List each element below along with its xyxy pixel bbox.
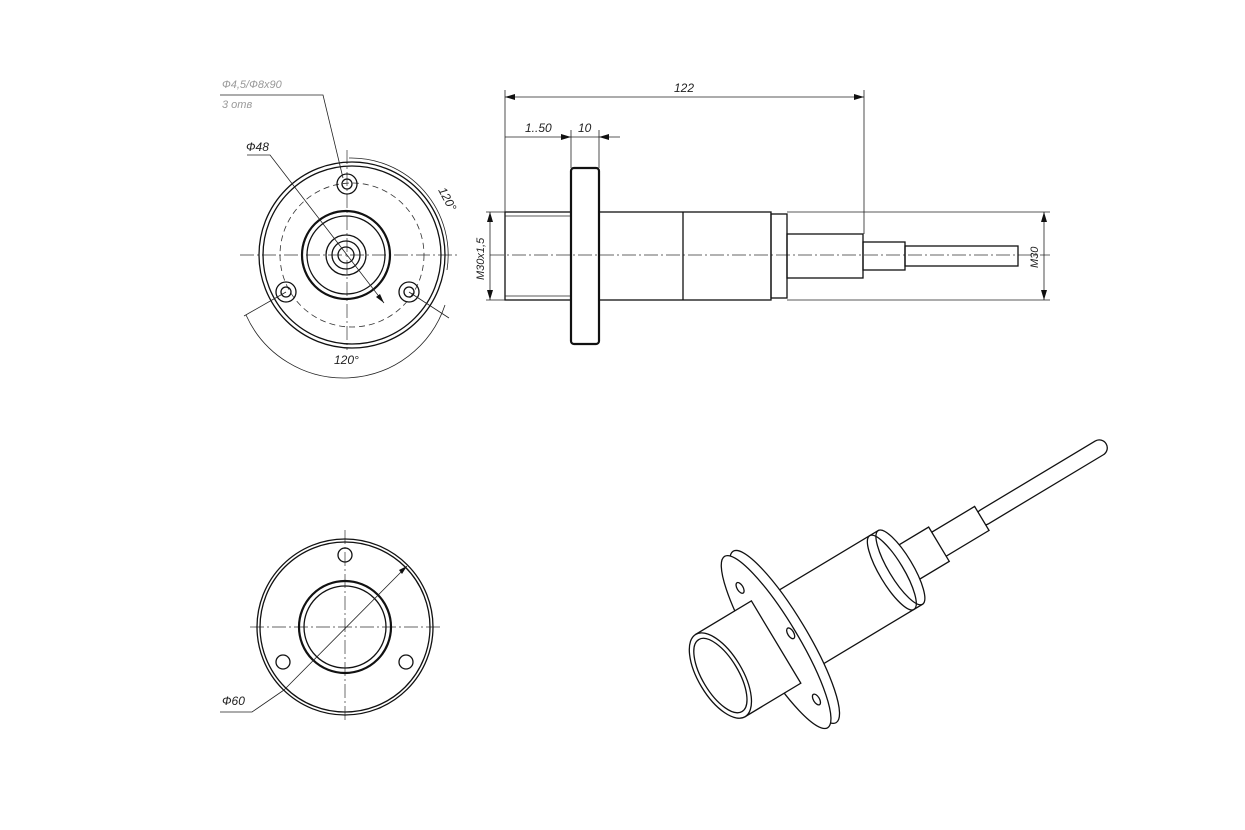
- side-view: [486, 90, 1050, 346]
- isometric-view: [688, 439, 1108, 730]
- angle-bottom-label: 120°: [334, 353, 359, 367]
- front-diameter-label: Ф48: [246, 140, 269, 154]
- flange-width-label: 10: [578, 121, 592, 135]
- offset-label: 1..50: [525, 121, 552, 135]
- rear-diameter-label: Ф60: [222, 694, 245, 708]
- hole-note-line1: Ф4,5/Ф8х90: [222, 79, 283, 91]
- angle-top-label: 120°: [435, 185, 459, 214]
- hole-note-line2: 3 отв: [222, 99, 252, 111]
- thread-right-label: M30: [1029, 246, 1041, 268]
- rear-view: [220, 530, 440, 720]
- length-total-label: 122: [674, 81, 694, 95]
- thread-left-label: M30х1,5: [475, 237, 487, 280]
- front-view: [220, 94, 460, 379]
